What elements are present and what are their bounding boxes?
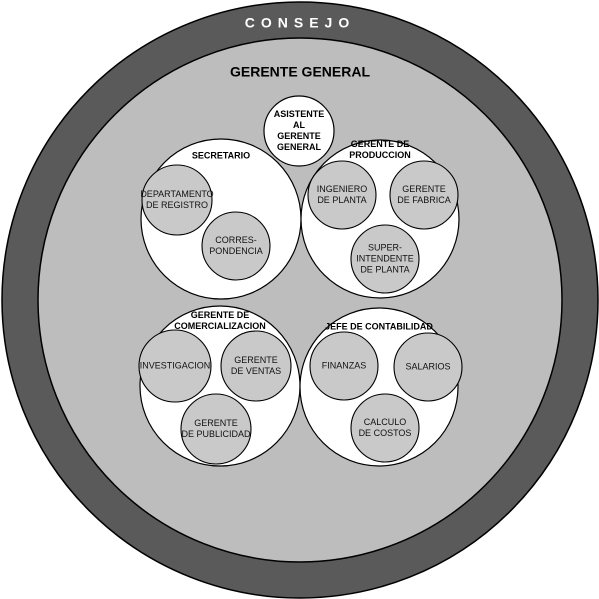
group-title-produccion: GERENTE DE — [351, 139, 410, 149]
unit-label-ingeniero: INGENIERO — [317, 184, 368, 194]
unit-costos — [350, 393, 420, 463]
unit-label-finanzas: FINANZAS — [322, 360, 367, 370]
asistente-label: ASISTENTE — [274, 109, 325, 119]
unit-gerente-ventas — [220, 330, 292, 402]
unit-label-salarios: SALARIOS — [405, 361, 450, 371]
unit-gerente-publicidad — [180, 393, 252, 465]
unit-correspondencia — [201, 211, 271, 281]
group-title-comercializacion: GERENTE DE — [191, 310, 250, 320]
asistente-label: AL — [293, 120, 305, 130]
unit-label-registro: DE REGISTRO — [146, 200, 208, 210]
unit-label-gerente-fabrica: DE FABRICA — [397, 195, 451, 205]
unit-label-gerente-publicidad: GERENTE — [194, 418, 238, 428]
unit-label-gerente-ventas: DE VENTAS — [231, 366, 281, 376]
unit-ingeniero — [307, 160, 377, 230]
group-title-comercializacion: COMERCIALIZACION — [174, 321, 266, 331]
unit-label-superintendente: SUPER- — [368, 242, 402, 252]
unit-label-costos: CALCULO — [364, 417, 407, 427]
asistente-circle — [263, 95, 335, 167]
group-title-contabilidad: JEFE DE CONTABILIDAD — [325, 321, 433, 331]
unit-label-ingeniero: DE PLANTA — [317, 195, 366, 205]
unit-salarios — [393, 332, 463, 402]
unit-finanzas — [309, 331, 379, 401]
group-title-produccion: PRODUCCION — [349, 150, 411, 160]
unit-registro — [141, 164, 213, 236]
unit-label-registro: DEPARTAMENTO — [140, 189, 213, 199]
unit-label-correspondencia: PONDENCIA — [209, 246, 263, 256]
unit-gerente-fabrica — [389, 160, 459, 230]
unit-label-superintendente: INTENDENTE — [356, 253, 414, 263]
asistente-label: GENERAL — [277, 142, 322, 152]
unit-superintendente — [350, 224, 420, 294]
gerente-general-label: GERENTE GENERAL — [230, 64, 370, 80]
unit-label-gerente-ventas: GERENTE — [234, 355, 278, 365]
group-title-secretario: SECRETARIO — [192, 150, 250, 160]
unit-label-costos: DE COSTOS — [359, 428, 412, 438]
unit-label-correspondencia: CORRES- — [215, 235, 257, 245]
consejo-label: CONSEJO — [245, 15, 355, 31]
unit-label-gerente-fabrica: GERENTE — [402, 184, 446, 194]
unit-label-gerente-publicidad: DE PUBLICIDAD — [181, 429, 251, 439]
unit-label-superintendente: DE PLANTA — [360, 264, 409, 274]
asistente-label: GERENTE — [277, 131, 321, 141]
unit-investigacion — [138, 329, 212, 403]
unit-label-investigacion: INVESTIGACION — [140, 360, 211, 370]
